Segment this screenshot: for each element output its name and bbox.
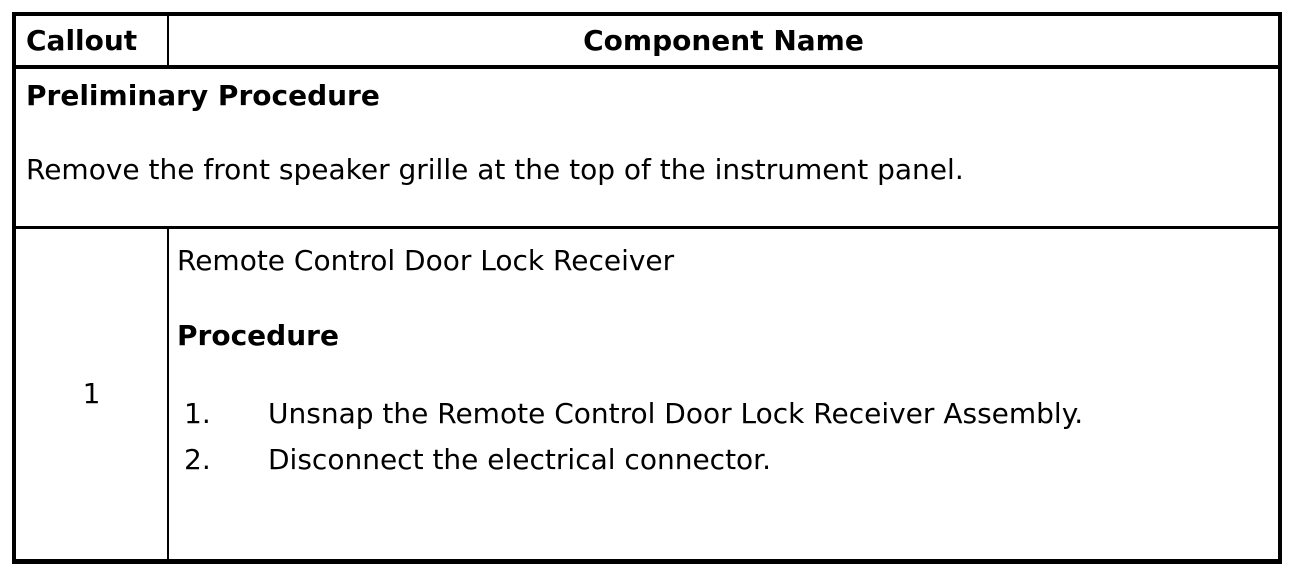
- callout-number-cell: 1: [13, 226, 169, 563]
- preliminary-procedure-title: Preliminary Procedure: [26, 79, 380, 112]
- component-callout-table: Callout Component Name Preliminary Proce…: [12, 12, 1282, 564]
- step-text: Unsnap the Remote Control Door Lock Rece…: [268, 396, 1084, 430]
- component-cell: Remote Control Door Lock Receiver Proced…: [167, 226, 1281, 563]
- table-row: 1 Remote Control Door Lock Receiver Proc…: [13, 226, 1281, 563]
- callout-column-header: Callout: [13, 13, 169, 69]
- procedure-heading: Procedure: [177, 318, 339, 352]
- preliminary-procedure-cell: Preliminary Procedure Remove the front s…: [13, 66, 1281, 229]
- preliminary-procedure-row: Preliminary Procedure Remove the front s…: [13, 66, 1281, 229]
- procedure-step: 1. Unsnap the Remote Control Door Lock R…: [184, 395, 1266, 432]
- step-number: 1.: [184, 396, 211, 430]
- procedure-step: 2. Disconnect the electrical connector.: [184, 441, 1266, 478]
- table-header-row: Callout Component Name: [13, 13, 1281, 69]
- procedure-steps: 1. Unsnap the Remote Control Door Lock R…: [177, 395, 1266, 478]
- component-name-column-header: Component Name: [167, 13, 1281, 69]
- step-text: Disconnect the electrical connector.: [268, 442, 772, 476]
- component-name: Remote Control Door Lock Receiver: [177, 243, 675, 277]
- preliminary-procedure-instruction: Remove the front speaker grille at the t…: [26, 153, 964, 186]
- step-number: 2.: [184, 442, 211, 476]
